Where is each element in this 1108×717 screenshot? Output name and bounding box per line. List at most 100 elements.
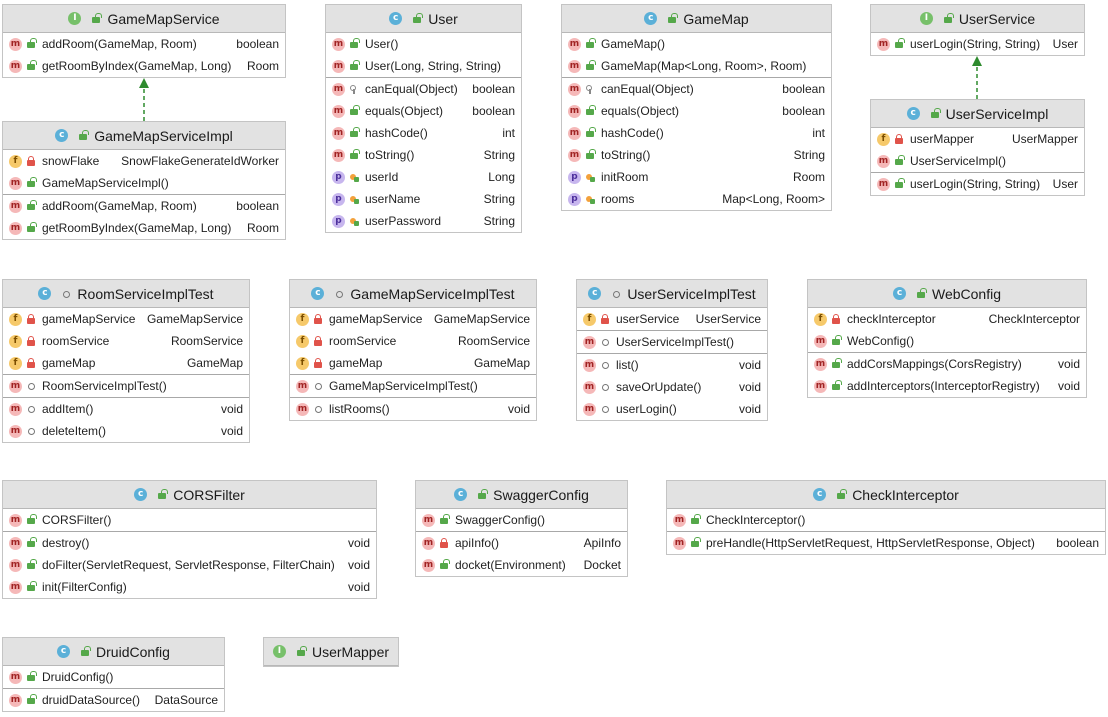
member-name: RoomServiceImplTest() [42,379,167,393]
public-visibility-icon [26,178,36,188]
member-type: String [483,148,515,162]
member-name: GameMapServiceImpl() [42,176,169,190]
member-type: boolean [472,82,515,96]
public-visibility-icon [157,490,167,500]
method-icon: m [877,37,890,51]
member-name: userPassword [365,214,442,228]
package-visibility-icon [600,382,610,392]
class-icon: c [892,287,906,300]
method-icon: m [9,59,22,73]
